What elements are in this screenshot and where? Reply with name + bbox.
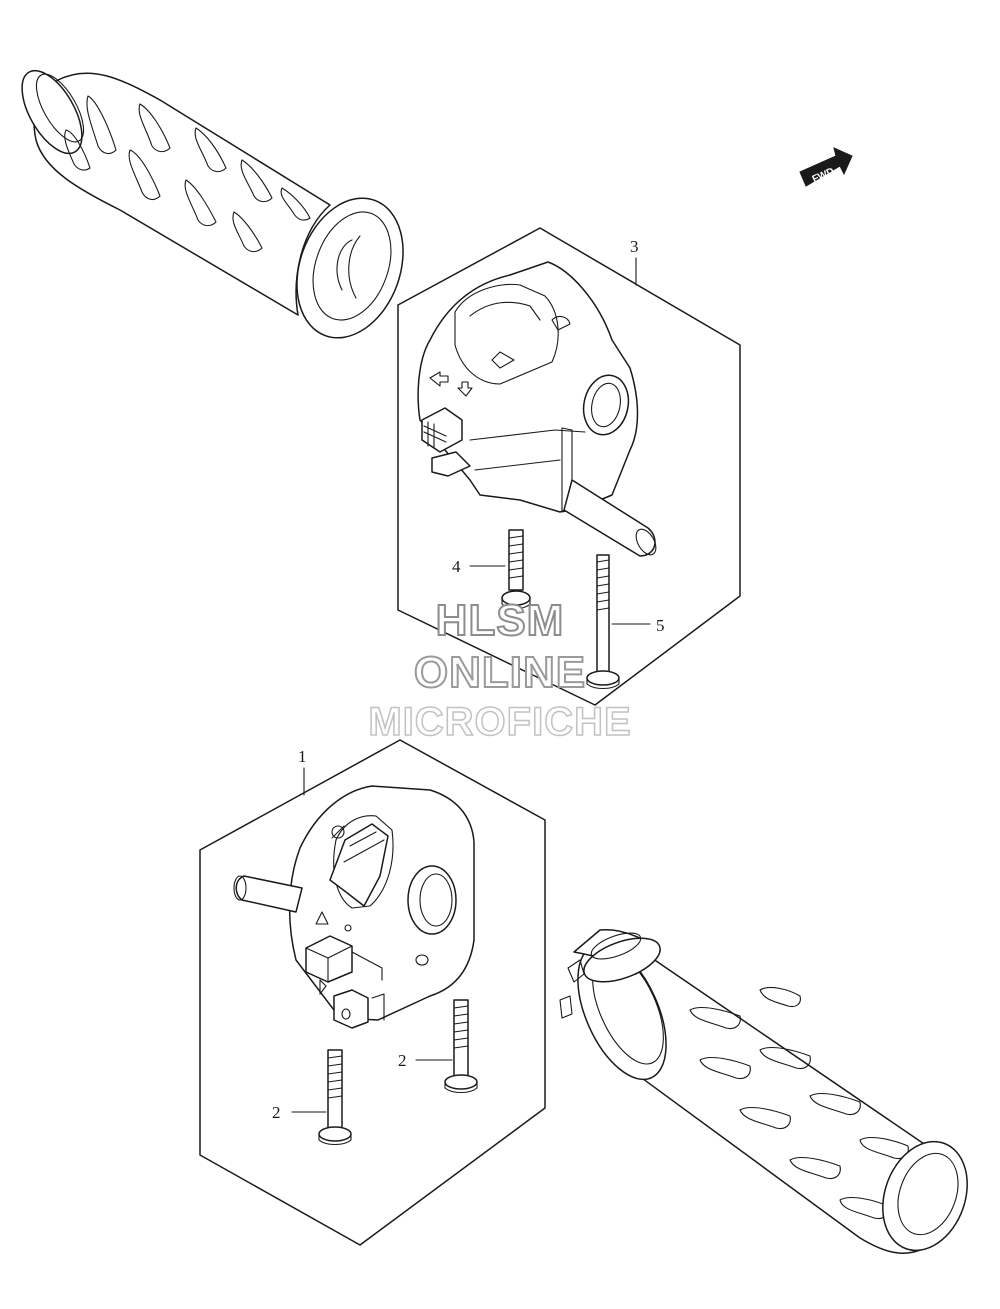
callout-3: 3	[630, 237, 639, 286]
forward-arrow-icon	[799, 147, 853, 187]
screw-5: 5	[586, 554, 665, 690]
screw-2-left: 2	[272, 1049, 352, 1146]
svg-text:4: 4	[452, 557, 461, 576]
svg-text:3: 3	[630, 237, 639, 256]
screw-2-right: 2	[398, 999, 478, 1094]
right-handlebar-throttle-grip	[559, 928, 968, 1254]
right-handlebar-switch-housing	[233, 785, 475, 1029]
svg-text:2: 2	[272, 1103, 281, 1122]
screw-4: 4	[452, 529, 531, 610]
forward-direction-badge: FWD	[799, 147, 853, 187]
switch-assembly-1-frame	[199, 739, 546, 1246]
svg-text:5: 5	[656, 616, 665, 635]
left-handlebar-switch-housing	[417, 261, 657, 557]
svg-text:2: 2	[398, 1051, 407, 1070]
callout-1: 1	[298, 747, 307, 796]
svg-text:1: 1	[298, 747, 307, 766]
left-handlebar-grip	[21, 69, 404, 339]
switch-assembly-3-frame	[397, 227, 741, 706]
